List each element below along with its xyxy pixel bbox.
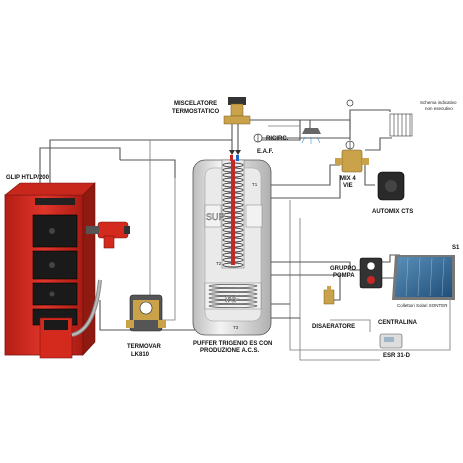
schema-label-1: Schema indicativo (420, 100, 457, 105)
boiler-label: GLIP HTLP/200 (6, 175, 50, 181)
solar-controller (379, 333, 403, 349)
dhw-coil-turns (222, 160, 244, 268)
automix-actuator (377, 171, 405, 201)
t2-label: T2 (216, 261, 222, 266)
hot-water-tube (231, 160, 235, 265)
recirculation-pump (253, 133, 263, 143)
termovar-label-2: LK810 (131, 352, 150, 358)
radiator-icon (389, 113, 413, 137)
burner-motor (86, 221, 130, 249)
puffer-label-2: PRODUZIONE A.C.S. (200, 348, 259, 354)
termovar-valve (126, 294, 166, 332)
disaeratore-label: DISAERATORE (312, 324, 355, 330)
mix-4-vie-valve (335, 149, 369, 173)
schema-label-2: non esecutivo (425, 106, 453, 111)
solar-collector (392, 255, 455, 300)
inf-label: INF (225, 294, 240, 304)
coil-turn (208, 283, 258, 288)
miscelatore-label-1: MISCELATORE (174, 101, 217, 107)
gruppo-label-2: POMPA (333, 273, 355, 279)
sup-label: SUP (206, 212, 225, 222)
coil-turn (208, 287, 258, 292)
heating-circuit-components (345, 99, 355, 150)
air-separator (323, 286, 335, 305)
shower-icon (301, 128, 321, 144)
mix-label-1: MIX 4 (340, 176, 356, 182)
esr-label: ESR 31-D (383, 353, 411, 359)
tank-valves (229, 150, 241, 161)
puffer-label-1: PUFFER TRIGENIO ES CON (193, 341, 272, 347)
inf-coil-turns (208, 283, 258, 308)
s1-label: S1 (452, 245, 460, 251)
sup-coil (204, 204, 263, 228)
coil-turn (208, 303, 258, 308)
t1-label: T1 (252, 182, 258, 187)
gruppo-label-1: GRUPPO (330, 266, 356, 272)
thermostatic-mixer (223, 97, 251, 125)
boiler-glip (4, 182, 96, 356)
mix-label-2: VIE (343, 183, 353, 189)
centralina-label: CENTRALINA (378, 320, 418, 326)
miscelatore-label-2: TERMOSTATICO (172, 109, 219, 115)
pellet-burner (39, 279, 102, 359)
coil-turn (208, 291, 258, 296)
t3-label: T3 (233, 325, 239, 330)
collettori-label: Collettori Solari SONTER (397, 303, 448, 308)
pump-group (359, 257, 383, 289)
automix-label: AUTOMIX CTS (372, 209, 413, 215)
termovar-label-1: TERMOVAR (127, 344, 162, 350)
coil-turn (208, 295, 258, 300)
eaf-label: E.A.F. (257, 149, 274, 155)
ricirc-label: RICIRC. (266, 136, 289, 142)
coil-turn (208, 299, 258, 304)
